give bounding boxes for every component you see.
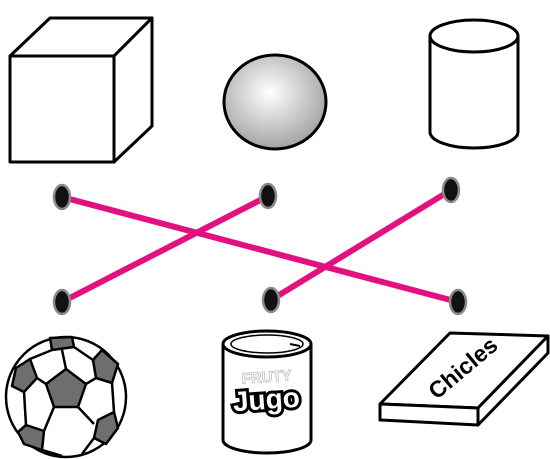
dot-top-middle[interactable] <box>258 182 278 210</box>
juice-can-icon <box>221 329 313 455</box>
match-lines <box>59 187 461 305</box>
soccer-ball-icon <box>4 335 128 459</box>
cylinder-icon <box>428 18 520 150</box>
can-brand-label: FRUTY <box>241 367 292 387</box>
dot-bottom-middle[interactable] <box>261 286 281 314</box>
gum-box-icon <box>378 331 550 427</box>
match-line-sphere-ball <box>59 193 271 305</box>
match-line-cube-gum <box>59 194 461 305</box>
dot-bottom-left[interactable] <box>52 288 72 316</box>
dot-top-left[interactable] <box>52 183 72 211</box>
dot-bottom-right[interactable] <box>448 288 468 316</box>
cube-icon <box>8 16 154 164</box>
connection-dots <box>52 176 468 316</box>
match-line-cylinder-can <box>268 187 454 303</box>
sphere-icon <box>222 53 328 151</box>
dot-top-right[interactable] <box>441 176 461 204</box>
can-name-label: Jugo <box>232 382 301 418</box>
